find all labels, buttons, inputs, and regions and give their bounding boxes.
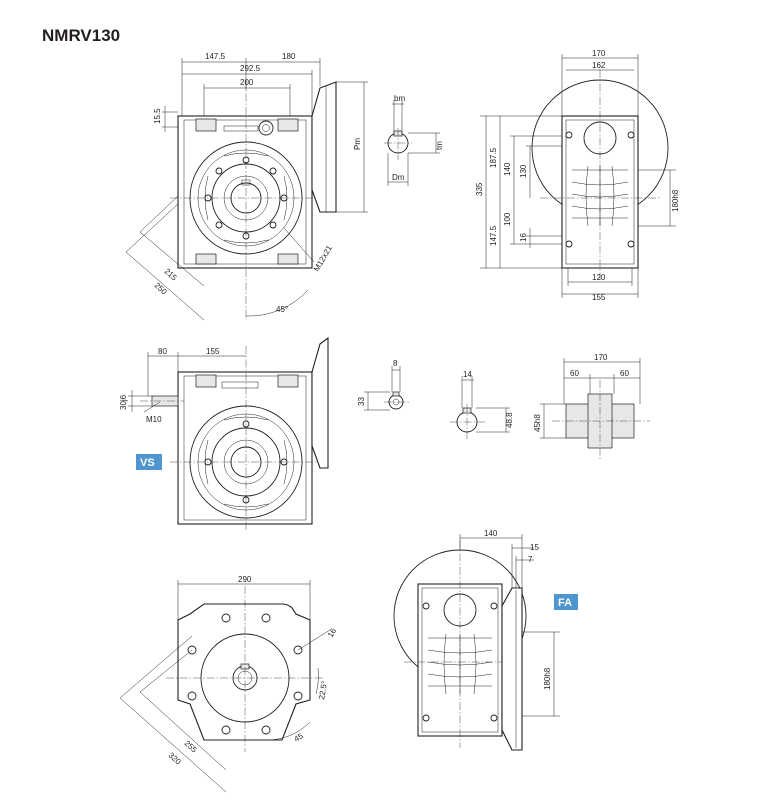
shaft-section-view: bm tm Dm — [384, 94, 444, 186]
output-shaft-view: 170 60 60 45h8 — [533, 353, 650, 460]
dim-15-5: 15.5 — [153, 108, 162, 124]
dim-180h8: 180h8 — [671, 189, 680, 212]
dim-100: 100 — [503, 212, 512, 226]
dim-bm: bm — [394, 94, 405, 103]
dim-14: 14 — [463, 370, 472, 379]
dim-290: 290 — [238, 575, 252, 584]
dim-8: 8 — [393, 359, 398, 368]
dim-80: 80 — [158, 347, 167, 356]
flange-view: 290 16 22.5° 255 320 45 — [119, 575, 339, 793]
page-title: NMRV130 — [42, 26, 121, 45]
side-view: 170 162 335 187.5 140 130 147.5 100 16 1… — [475, 49, 680, 302]
dim-320: 320 — [167, 751, 183, 767]
dim-7-fa: 7 — [528, 555, 533, 564]
dim-170-shaft: 170 — [594, 353, 608, 362]
dim-292-5: 292.5 — [240, 64, 261, 73]
front-housing — [177, 115, 313, 269]
dim-48-8: 48.8 — [505, 412, 514, 428]
dim-170: 170 — [592, 49, 606, 58]
dim-22-5-deg: 22.5° — [317, 680, 329, 700]
dim-200: 200 — [240, 78, 254, 87]
dim-15-fa: 15 — [530, 543, 539, 552]
vs-view: 80 155 30j6 M10 VS — [119, 336, 329, 530]
vs-badge — [136, 454, 162, 470]
dim-tm: tm — [435, 141, 444, 150]
dim-140: 140 — [503, 162, 512, 176]
vs-badge-label: VS — [140, 457, 155, 469]
dim-255: 255 — [183, 739, 199, 755]
dim-130: 130 — [519, 164, 528, 178]
dim-dm: Dm — [392, 173, 405, 182]
dim-147-5-side: 147.5 — [489, 225, 498, 246]
dim-pm: Pm — [353, 138, 362, 150]
dim-45-deg: 45° — [276, 305, 288, 314]
dim-140-fa: 140 — [484, 529, 498, 538]
vs-housing — [177, 371, 313, 525]
dim-155-vs: 155 — [206, 347, 220, 356]
dim-16-flange: 16 — [326, 626, 339, 639]
fa-view: 140 15 7 180h8 FA — [393, 529, 578, 751]
dim-m10: M10 — [146, 415, 162, 424]
dim-155: 155 — [592, 293, 606, 302]
fa-badge-label: FA — [558, 597, 572, 609]
dim-45h8: 45h8 — [533, 414, 542, 432]
dim-180h8-fa: 180h8 — [543, 667, 552, 690]
dim-60-left: 60 — [570, 369, 579, 378]
dim-215: 215 — [163, 267, 179, 283]
dim-45-flange: 45 — [293, 731, 306, 744]
dim-335: 335 — [475, 182, 484, 196]
large-shaft-key-view: 14 48.8 — [450, 370, 514, 440]
dim-187-5: 187.5 — [489, 147, 498, 168]
dim-30j6: 30j6 — [119, 394, 128, 410]
dim-60-right: 60 — [620, 369, 629, 378]
fa-badge — [554, 594, 578, 610]
dim-162: 162 — [592, 61, 606, 70]
dim-16: 16 — [519, 233, 528, 242]
dim-120: 120 — [592, 273, 606, 282]
dim-180-top: 180 — [282, 52, 296, 61]
small-shaft-key-view: 8 33 — [357, 359, 410, 411]
dim-250: 250 — [153, 281, 169, 297]
dim-147-5: 147.5 — [205, 52, 226, 61]
flange-outline — [177, 603, 311, 741]
front-view: 147.5 180 292.5 200 15.5 Pm 215 250 45° … — [125, 52, 368, 321]
dim-m12x21: M12x21 — [312, 243, 334, 273]
dim-33: 33 — [357, 397, 366, 406]
